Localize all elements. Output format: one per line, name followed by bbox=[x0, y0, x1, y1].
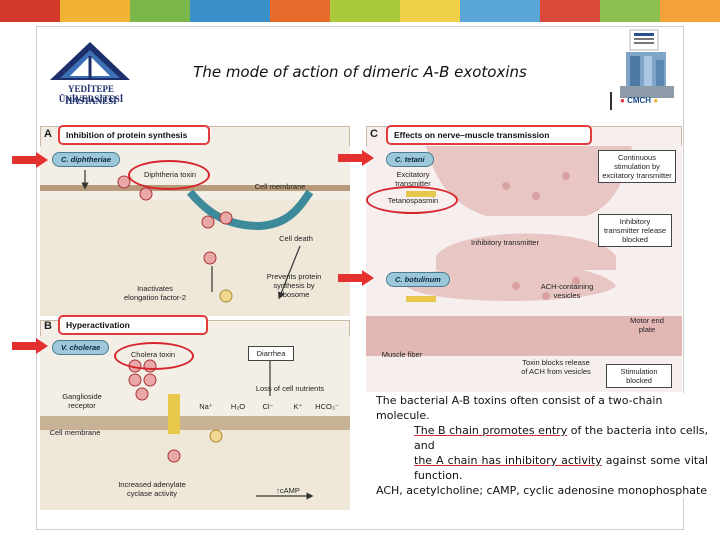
text-a-chain-underlined: the A chain has inhibitory activity bbox=[414, 454, 602, 467]
red-arrow-icon bbox=[12, 152, 48, 168]
label-increased-adenylate-cyclase: Increased adenylate cyclase activity bbox=[118, 480, 186, 498]
partner-logo-text: ● CMCH ● bbox=[620, 96, 659, 105]
highlight-circle-cholera-toxin bbox=[114, 342, 194, 370]
label-inactivates-ef2: Inactivates elongation factor-2 bbox=[123, 284, 187, 302]
panel-a-title: Inhibition of protein synthesis bbox=[58, 125, 210, 145]
top-color-strip bbox=[0, 0, 720, 22]
label-release-blocked: Inhibitory transmitter release blocked bbox=[598, 214, 672, 247]
text-a-chain-rest: against some vital function. bbox=[414, 454, 708, 482]
red-arrow-icon bbox=[338, 270, 374, 286]
label-motor-end-plate: Motor end plate bbox=[630, 316, 664, 334]
label-ganglioside-receptor: Ganglioside receptor bbox=[62, 392, 102, 410]
label-continuous-stimulation: Continuous stimulation by excitatory tra… bbox=[598, 150, 676, 183]
label-muscle-fiber: Muscle fiber bbox=[381, 350, 423, 359]
label-excitatory-transmitter: Excitatory transmitter bbox=[395, 170, 431, 188]
panel-c-illustration bbox=[366, 146, 682, 392]
text-b-chain-rest: of the bacteria into cells, and bbox=[414, 424, 708, 452]
label-cell-membrane-b: Cell membrane bbox=[49, 428, 101, 437]
ion-label-k: K⁺ bbox=[293, 402, 303, 411]
label-prevents-protein-synthesis: Prevents protein synthesis by ribosome bbox=[266, 272, 322, 299]
bacterium-v-cholerae: V. cholerae bbox=[52, 340, 110, 355]
ion-label-na: Na⁺ bbox=[199, 402, 213, 411]
text-a-chain: the A chain has inhibitory activity agai… bbox=[376, 453, 708, 483]
panel-b-illustration bbox=[40, 336, 350, 510]
logo-divider bbox=[610, 92, 612, 110]
ion-label-cl: Cl⁻ bbox=[262, 402, 274, 411]
logo-text-line1: YEDİTEPE ÜNİVERSİTESİ bbox=[58, 84, 124, 104]
slide-title: The mode of action of dimeric A-B exotox… bbox=[193, 63, 527, 81]
label-cholera-toxin: Cholera toxin bbox=[130, 350, 176, 359]
text-b-chain-underlined: The B chain promotes entry bbox=[414, 424, 568, 437]
label-toxin-blocks-ach: Toxin blocks release of ACH from vesicle… bbox=[521, 358, 591, 376]
logo-text-line2: HASTANESİ bbox=[65, 96, 117, 106]
label-ach-vesicles: ACH-containing vesicles bbox=[540, 282, 594, 300]
red-arrow-icon bbox=[12, 338, 48, 354]
label-diarrhea: Diarrhea bbox=[248, 346, 294, 361]
panel-b-title: Hyperactivation bbox=[58, 315, 208, 335]
hospital-building-logo bbox=[620, 29, 674, 98]
label-tetanospasmin: Tetanospasmin bbox=[387, 196, 439, 205]
panel-c-letter: C bbox=[370, 128, 378, 140]
text-abbreviations: ACH, acetylcholine; cAMP, cyclic adenosi… bbox=[376, 484, 708, 497]
red-arrow-icon bbox=[338, 150, 374, 166]
label-cell-death: Cell death bbox=[279, 234, 313, 243]
label-cell-membrane-a: Cell membrane bbox=[254, 182, 306, 191]
bacterium-c-botulinum: C. botulinum bbox=[386, 272, 450, 287]
panel-b-letter: B bbox=[44, 320, 52, 332]
panel-a-letter: A bbox=[44, 128, 52, 140]
bacterium-c-diphtheriae: C. diphtheriae bbox=[52, 152, 121, 167]
explanation-text: The bacterial A-B toxins often consist o… bbox=[376, 393, 708, 498]
label-inhibitory-transmitter: Inhibitory transmitter bbox=[471, 238, 539, 247]
ion-label-hco3: HCO₃⁻ bbox=[315, 402, 339, 411]
label-diphtheria-toxin: Diphtheria toxin bbox=[143, 170, 197, 179]
yeditepe-logo bbox=[50, 42, 130, 80]
label-stimulation-blocked: Stimulation blocked bbox=[606, 364, 672, 388]
highlight-circle-tetanospasmin bbox=[366, 186, 458, 214]
text-b-chain: The B chain promotes entry of the bacter… bbox=[376, 423, 708, 453]
panel-c-title: Effects on nerve–muscle transmission bbox=[386, 125, 592, 145]
label-camp: ↑cAMP bbox=[276, 486, 300, 495]
bacterium-c-tetani: C. tetani bbox=[386, 152, 434, 167]
ion-label-h2o: H₂O bbox=[230, 402, 246, 411]
label-loss-cell-nutrients: Loss of cell nutrients bbox=[255, 384, 325, 393]
highlight-circle-diphtheria-toxin bbox=[128, 160, 210, 190]
text-line-intro: The bacterial A-B toxins often consist o… bbox=[376, 394, 663, 422]
